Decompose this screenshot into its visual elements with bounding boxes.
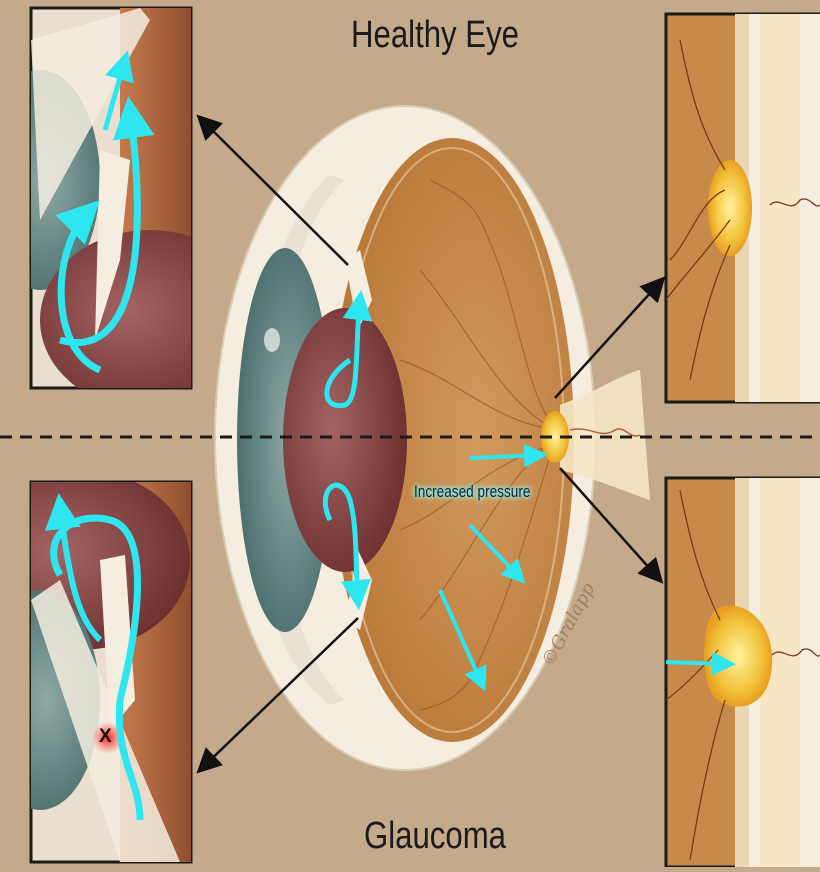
flow-arrow-icon (468, 523, 526, 584)
blockage-glow (92, 722, 124, 754)
flow-arrow-icon (102, 50, 134, 131)
flow-arrow-icon (666, 651, 736, 676)
flow-arrow-icon (438, 589, 487, 692)
title-healthy-eye: Healthy Eye (350, 14, 519, 56)
optic-nerve (560, 370, 650, 500)
flow-arrow-icon (59, 96, 155, 346)
eyeball-cross-section (214, 105, 650, 771)
retinal-vessels (399, 179, 556, 711)
optic-disc (541, 411, 569, 463)
pointer-arrow-icon (554, 276, 666, 399)
flow-arrow-icon (324, 290, 373, 408)
inset-healthy-drainage (29, 6, 193, 390)
cupped-optic-disc (704, 605, 773, 707)
pointer-arrows (196, 114, 666, 774)
flow-arrow-icon (44, 493, 103, 643)
inset-healthy-optic-disc (664, 12, 820, 404)
pointer-arrow-icon (196, 617, 359, 774)
flow-arrow-icon (50, 514, 141, 701)
inset-glaucoma-drainage (29, 480, 193, 864)
label-increased-pressure: Increased pressure (414, 482, 531, 501)
blockage-x-icon: X (99, 726, 112, 747)
lens (283, 308, 407, 572)
pointer-arrow-icon (196, 114, 349, 266)
flow-arrow-icon (55, 200, 102, 374)
optic-disc (708, 160, 752, 256)
flow-arrow-icon (322, 482, 371, 610)
pointer-arrow-icon (559, 467, 664, 584)
flow-arrow-icon (469, 443, 548, 468)
inset-glaucoma-optic-disc (664, 476, 820, 869)
title-glaucoma: Glaucoma (363, 815, 507, 857)
